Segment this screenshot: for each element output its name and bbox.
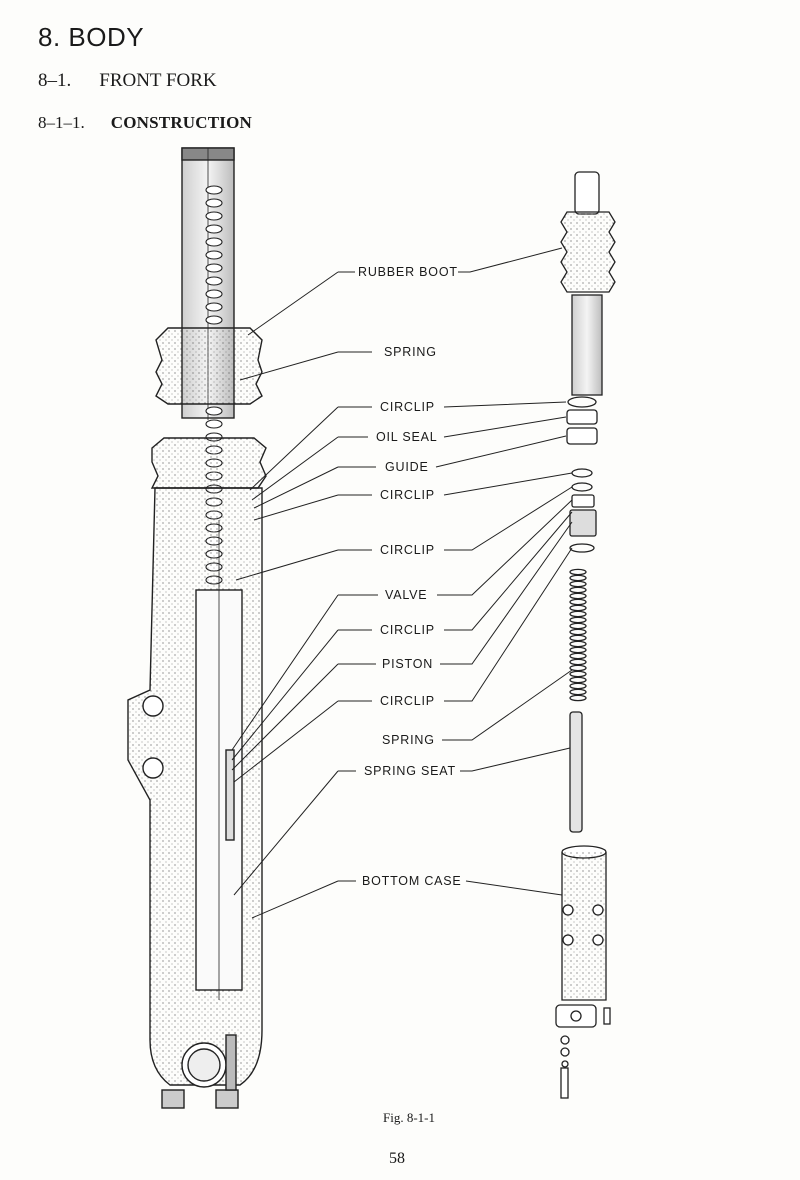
label-rubber-boot: RUBBER BOOT bbox=[358, 265, 458, 279]
inner-tube-part bbox=[571, 294, 603, 396]
section-title: FRONT FORK bbox=[99, 70, 217, 91]
assembled-fork-cutaway bbox=[127, 147, 267, 1109]
spring-seat-part bbox=[569, 711, 583, 833]
spring-part bbox=[569, 568, 587, 702]
label-circlip-3: CIRCLIP bbox=[380, 543, 435, 557]
bottom-case-part bbox=[555, 845, 607, 1028]
section-number: 8–1. bbox=[38, 70, 72, 91]
label-oil-seal: OIL SEAL bbox=[376, 430, 438, 444]
inner-tube-top bbox=[574, 171, 600, 215]
label-valve: VALVE bbox=[385, 588, 427, 602]
circlip-part-3 bbox=[571, 482, 593, 492]
label-circlip-2: CIRCLIP bbox=[380, 488, 435, 502]
label-spring-lower: SPRING bbox=[382, 733, 435, 747]
label-circlip-1: CIRCLIP bbox=[380, 400, 435, 414]
oil-seal-part bbox=[566, 409, 598, 425]
valve-part bbox=[571, 494, 595, 508]
figure-caption: Fig. 8-1-1 bbox=[383, 1110, 435, 1125]
guide-part bbox=[566, 427, 598, 445]
subsection-heading: 8–1–1. CONSTRUCTION bbox=[38, 113, 252, 133]
section-heading: 8–1. FRONT FORK bbox=[38, 70, 217, 92]
label-circlip-4: CIRCLIP bbox=[380, 623, 435, 637]
piston-part bbox=[569, 509, 597, 537]
circlip-part-4 bbox=[569, 543, 595, 553]
label-bottom-case: BOTTOM CASE bbox=[362, 874, 462, 888]
subsection-title: CONSTRUCTION bbox=[110, 113, 253, 132]
label-circlip-5: CIRCLIP bbox=[380, 694, 435, 708]
exploded-parts bbox=[555, 171, 616, 1099]
label-spring-upper: SPRING bbox=[384, 345, 437, 359]
part-labels: RUBBER BOOT SPRING CIRCLIP OIL SEAL GUID… bbox=[358, 265, 462, 888]
circlip-part-2 bbox=[571, 468, 593, 478]
page-number: 58 bbox=[389, 1150, 405, 1167]
circlip-part-1 bbox=[567, 396, 597, 408]
label-piston: PISTON bbox=[382, 657, 433, 671]
chapter-heading: 8. BODY bbox=[38, 22, 145, 52]
leader-lines bbox=[231, 247, 573, 919]
label-spring-seat: SPRING SEAT bbox=[364, 764, 456, 778]
label-guide: GUIDE bbox=[385, 460, 429, 474]
rubber-boot-part bbox=[560, 211, 616, 293]
subsection-number: 8–1–1. bbox=[38, 113, 85, 132]
